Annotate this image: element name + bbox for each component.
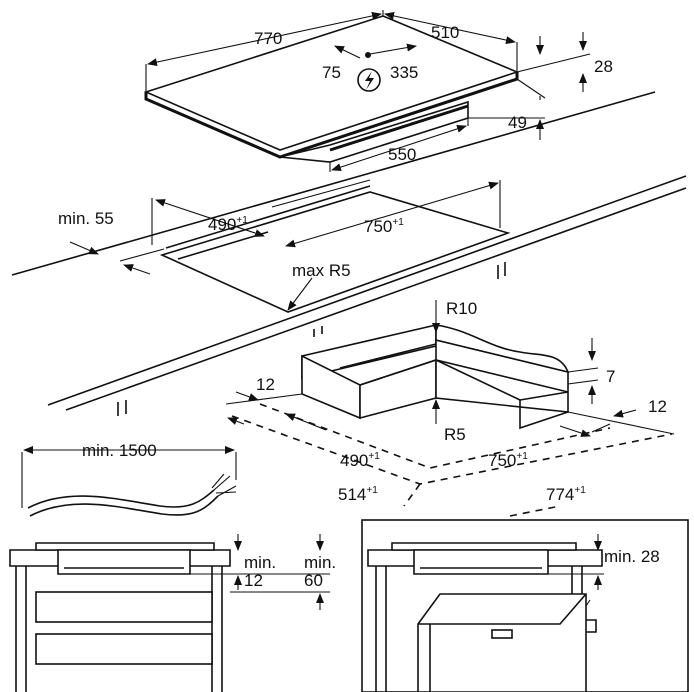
- corner-radius-label: max R5: [292, 261, 351, 280]
- svg-text:490+1: 490+1: [340, 451, 380, 470]
- outer-depth-label: 514+1: [338, 485, 378, 504]
- cable-offset-right-label: 335: [390, 63, 418, 82]
- hob-depth-label: 510: [431, 23, 459, 42]
- frame-side-left-label: 12: [256, 375, 275, 394]
- r10-label: R10: [446, 299, 477, 318]
- gap-min-60-prefix: min.: [304, 553, 336, 572]
- gap-min-12-value: 12: [244, 571, 263, 590]
- hob-drawing: [143, 10, 591, 172]
- svg-text:750+1: 750+1: [364, 217, 404, 236]
- frame-thickness-label: 7: [606, 367, 615, 386]
- hob-width-label: 770: [254, 29, 282, 48]
- frame-width-label: 750+1: [488, 451, 528, 470]
- cable-offset-left-label: 75: [322, 63, 341, 82]
- svg-text:514+1: 514+1: [338, 485, 378, 504]
- section-left-drawing: [9, 534, 330, 692]
- power-plug-icon: [357, 68, 381, 92]
- section-right-drawing: [361, 519, 689, 692]
- outer-width-label: 774+1: [546, 485, 586, 504]
- gap-min-60-value: 60: [304, 571, 323, 590]
- worktop-cutout-drawing: [11, 91, 687, 416]
- gap-min-12-prefix: min.: [244, 553, 276, 572]
- cutout-width-label: 750+1: [364, 217, 404, 236]
- frame-drawing: [225, 300, 675, 517]
- edge-distance-label: min. 55: [58, 209, 114, 228]
- cutout-depth-label: 490+1: [208, 215, 248, 234]
- frame-depth-label: 490+1: [340, 451, 380, 470]
- gap-min-28-label: min. 28: [604, 547, 660, 566]
- svg-text:774+1: 774+1: [546, 485, 586, 504]
- hob-thickness-label: 28: [594, 57, 613, 76]
- cable-length-label: min. 1500: [82, 441, 157, 460]
- frame-side-right-label: 12: [648, 397, 667, 416]
- svg-text:750+1: 750+1: [488, 451, 528, 470]
- r5-label: R5: [444, 425, 466, 444]
- power-cable-drawing: [21, 446, 237, 517]
- svg-text:490+1: 490+1: [208, 215, 248, 234]
- hob-body-width-label: 550: [388, 145, 416, 164]
- hob-body-height-label: 49: [508, 113, 527, 132]
